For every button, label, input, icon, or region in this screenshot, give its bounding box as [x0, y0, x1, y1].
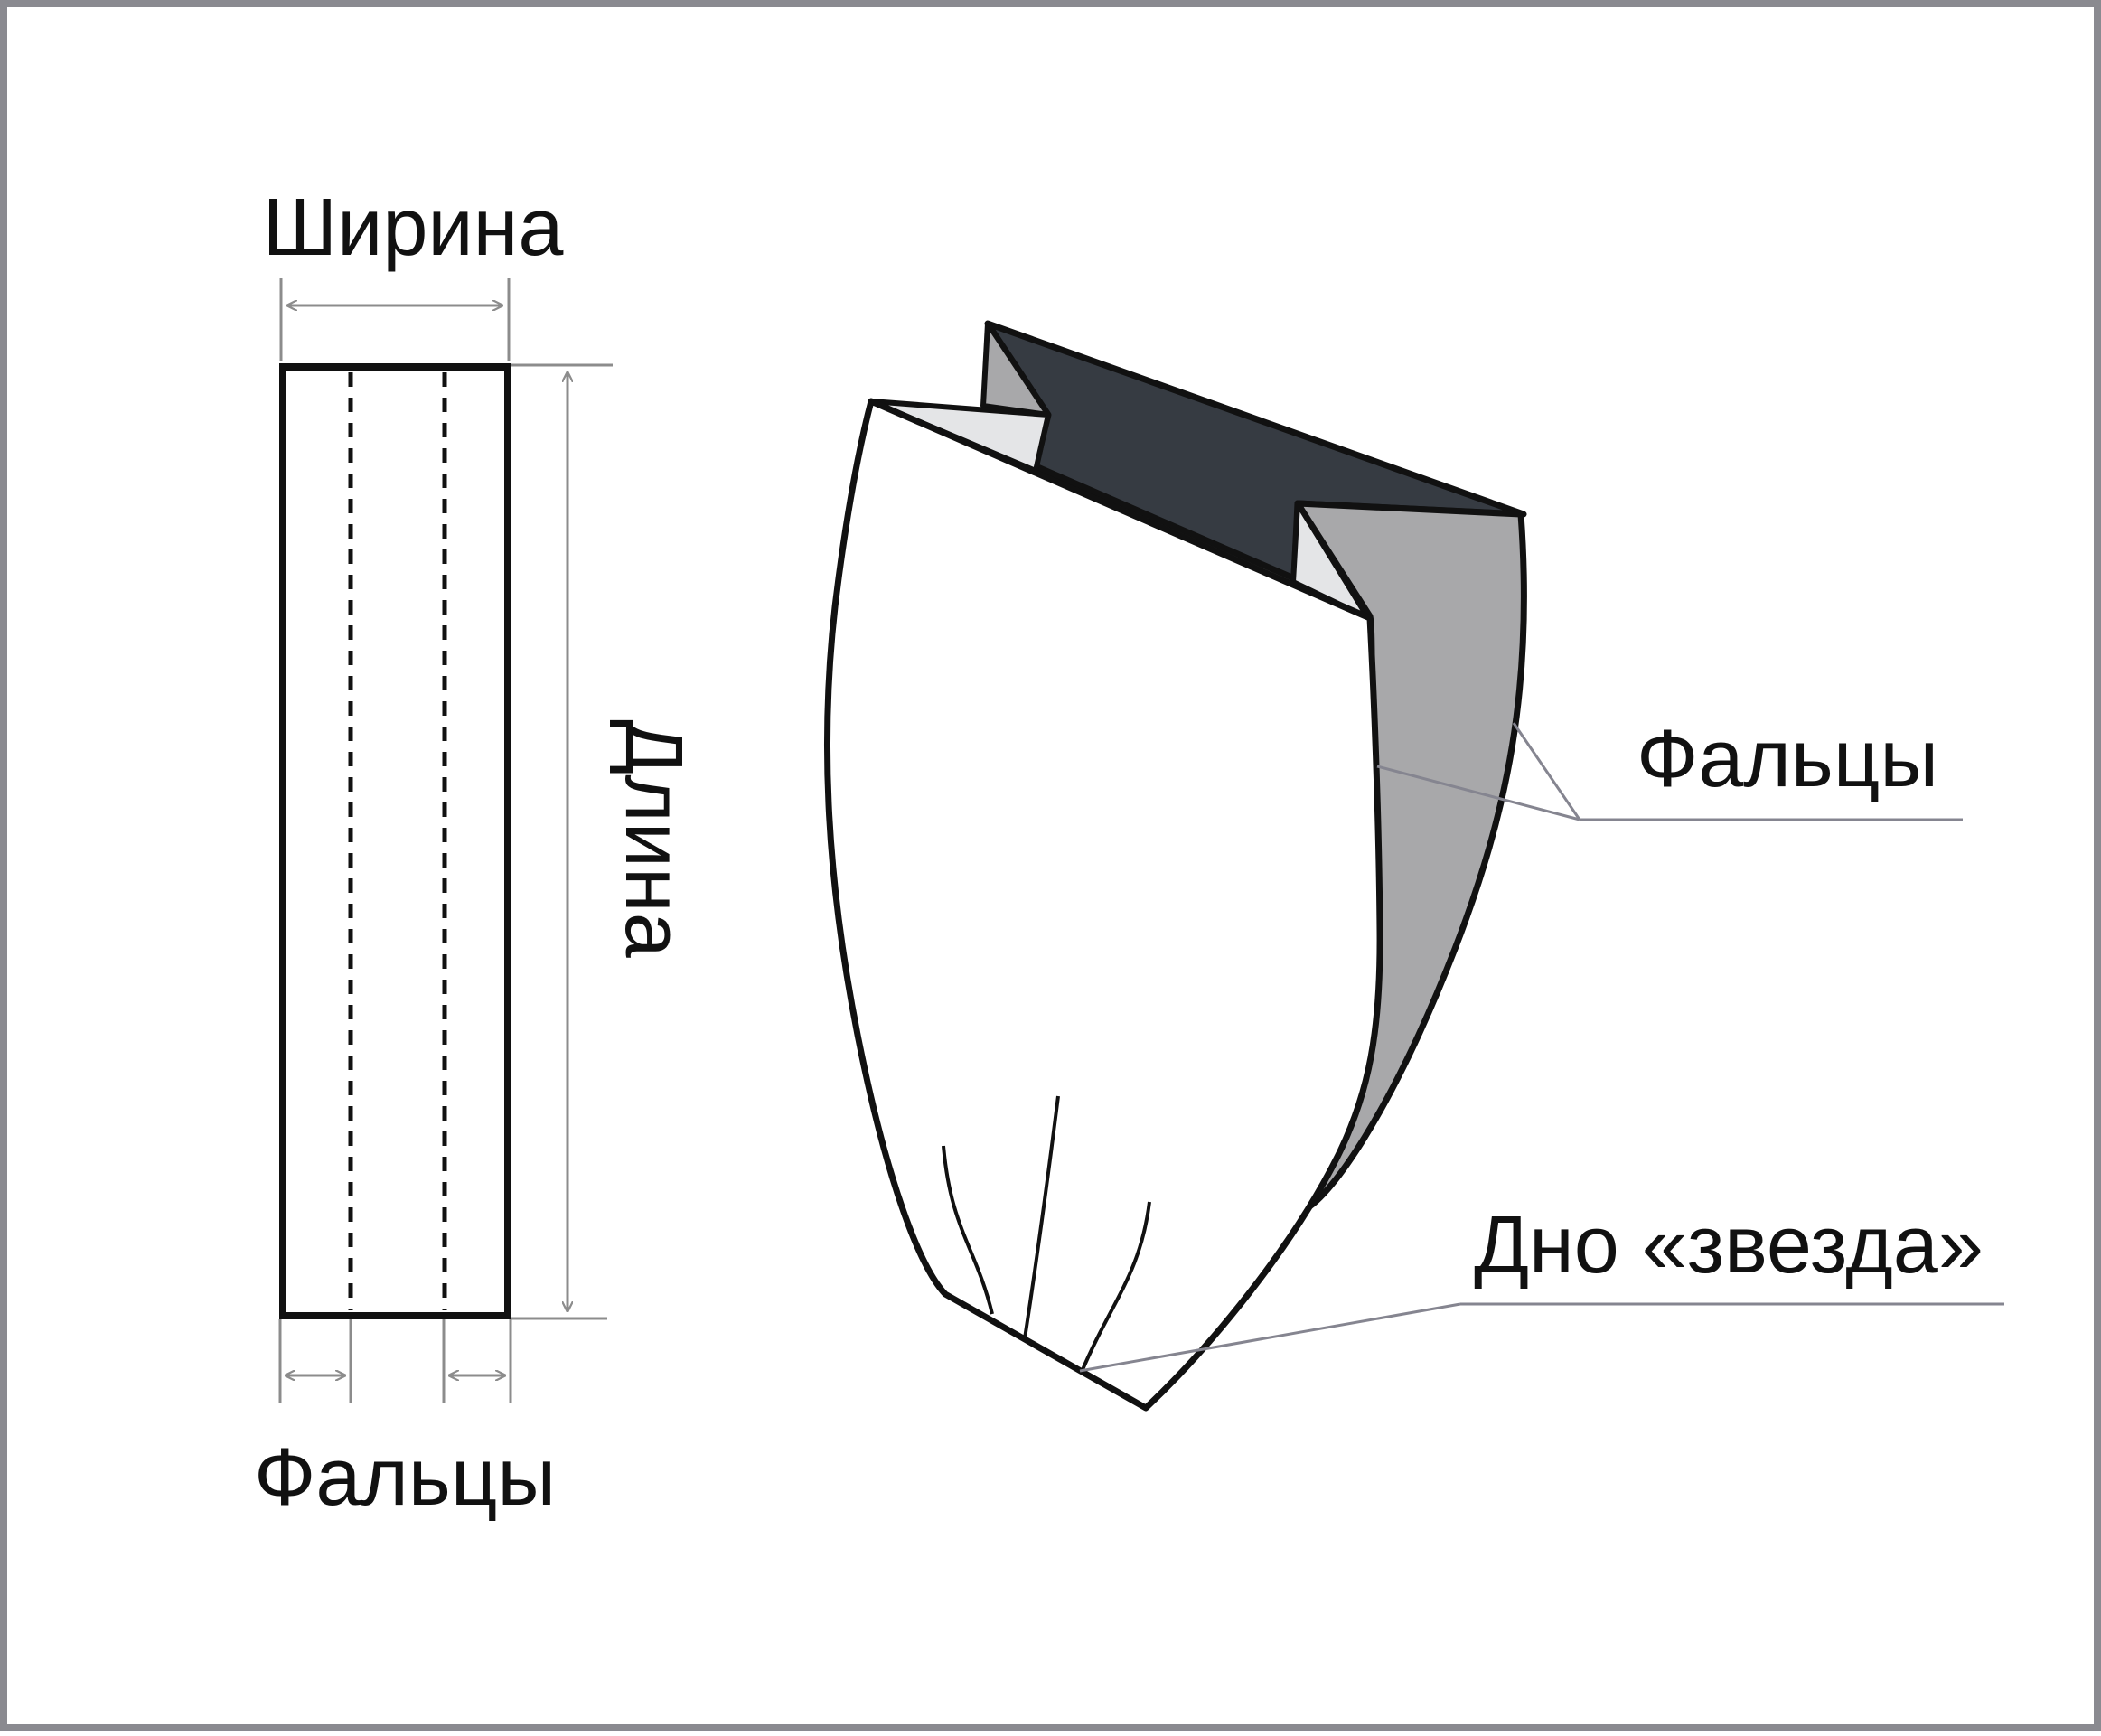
- width-label: Ширина: [263, 183, 565, 273]
- folds-leader-a: [1376, 765, 1580, 821]
- folds-leader-b: [1512, 722, 1581, 821]
- bottom-leader: [1079, 1302, 1461, 1373]
- bottom-label: Дно «звезда»: [1474, 1200, 1984, 1290]
- flat-blank: Ширина Длина Фальцы: [254, 183, 699, 1523]
- folds-label-left: Фальцы: [254, 1432, 556, 1523]
- folds-label-right: Фальцы: [1637, 714, 1938, 804]
- length-label: Длина: [608, 719, 699, 958]
- bottom-crease-3: [1080, 1201, 1151, 1373]
- bottom-crease-1: [942, 1145, 994, 1315]
- bag-front-face: [823, 398, 1383, 1412]
- callouts: Фальцы Дно «звезда»: [1079, 714, 2004, 1373]
- bag-3d: [823, 320, 1527, 1412]
- bottom-crease-2: [1023, 1095, 1060, 1339]
- blank-outline: [279, 363, 511, 1319]
